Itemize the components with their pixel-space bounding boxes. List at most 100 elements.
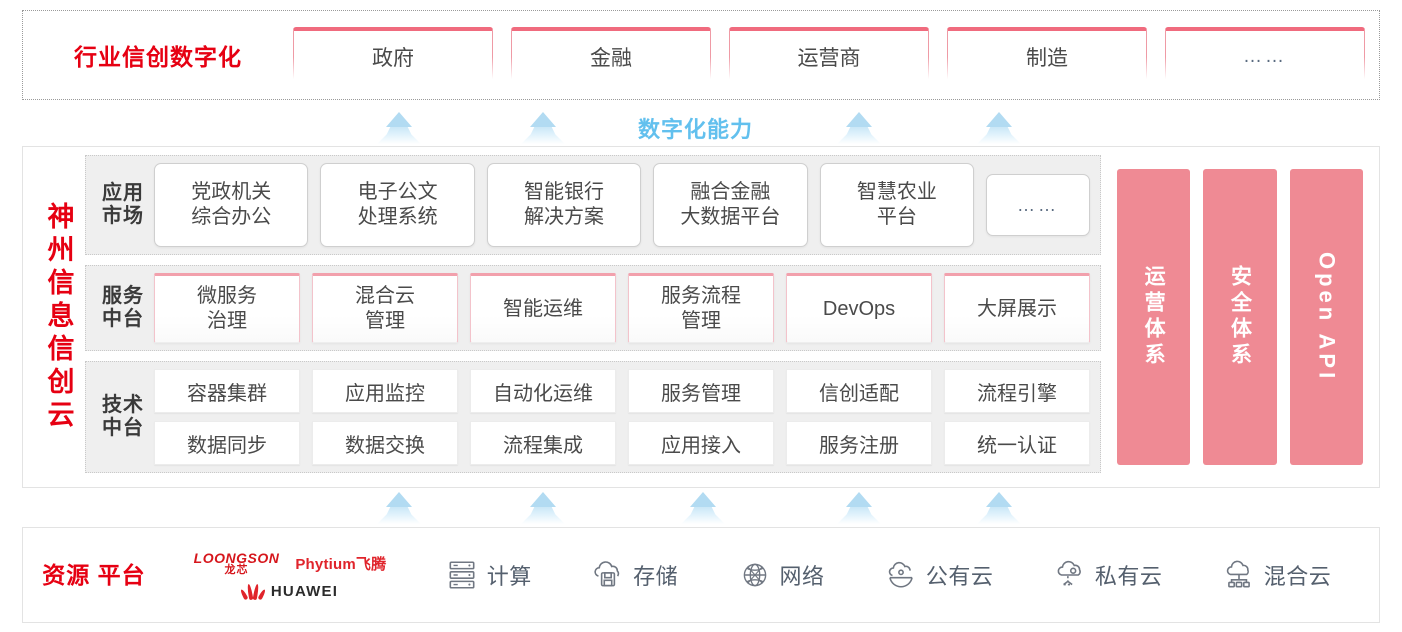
- server-rack-icon: [445, 558, 479, 592]
- service-card-microservice-governance[interactable]: 微服务 治理: [154, 273, 300, 343]
- industry-band: 行业信创数字化 政府 金融 运营商 制造 ……: [22, 10, 1380, 100]
- up-arrow-icon: [377, 492, 421, 524]
- up-arrow-icon: [977, 112, 1021, 144]
- app-card-edoc-system[interactable]: 电子公文 处理系统: [320, 163, 475, 247]
- application-card-list: 党政机关 综合办公 电子公文 处理系统 智能银行 解决方案 融合金融 大数据平台…: [154, 163, 1091, 247]
- industry-card-list: 政府 金融 运营商 制造 ……: [293, 27, 1379, 83]
- service-card-devops[interactable]: DevOps: [786, 273, 932, 343]
- up-arrow-icon: [521, 492, 565, 524]
- service-card-dashboard-display[interactable]: 大屏展示: [944, 273, 1090, 343]
- app-card-smart-agriculture[interactable]: 智慧农业 平台: [819, 163, 975, 247]
- layer-label-service-platform: 服务 中台: [102, 285, 144, 330]
- resource-arrow-row: [0, 490, 1402, 524]
- industry-card-label: 运营商: [797, 47, 861, 70]
- resource-item-compute[interactable]: 计算: [445, 558, 532, 592]
- pillar-label: 安全体系: [1228, 265, 1252, 369]
- industry-card-label: 金融: [590, 47, 632, 70]
- tech-card-automated-ops[interactable]: 自动化运维: [470, 369, 616, 413]
- industry-card-label: ……: [1243, 46, 1287, 67]
- technical-card-row-2: 数据同步 数据交换 流程集成 应用接入 服务注册 统一认证: [154, 421, 1090, 465]
- tech-card-application-access[interactable]: 应用接入: [628, 421, 774, 465]
- resource-item-label: 私有云: [1094, 564, 1163, 589]
- service-card-hybrid-cloud-management[interactable]: 混合云 管理: [312, 273, 458, 343]
- resource-item-private-cloud[interactable]: 私有云: [1053, 558, 1163, 592]
- resource-platform-panel: 资源 平台 LOONGSON 龙芯 Phytium飞腾 HUAWEI: [22, 527, 1380, 623]
- app-card-smart-bank[interactable]: 智能银行 解决方案: [486, 163, 642, 247]
- industry-card-telecom[interactable]: 运营商: [729, 27, 929, 83]
- service-card-intelligent-ops[interactable]: 智能运维: [470, 273, 616, 343]
- layer-label-application-market: 应用 市场: [102, 182, 144, 227]
- huawei-flower-icon: [239, 583, 267, 600]
- technical-card-row-1: 容器集群 应用监控 自动化运维 服务管理 信创适配 流程引擎: [154, 369, 1090, 413]
- app-card-finance-bigdata[interactable]: 融合金融 大数据平台: [653, 163, 808, 247]
- tech-card-application-monitoring[interactable]: 应用监控: [312, 369, 458, 413]
- industry-card-label: 政府: [372, 47, 414, 70]
- tech-card-data-sync[interactable]: 数据同步: [154, 421, 300, 465]
- pillar-stack: 运营体系 安全体系 Open API: [1109, 155, 1371, 479]
- huawei-logo: HUAWEI: [239, 582, 339, 600]
- resource-item-storage[interactable]: 存储: [591, 558, 678, 592]
- private-cloud-icon: [1053, 558, 1087, 592]
- up-arrow-icon: [837, 112, 881, 144]
- service-card-service-process-management[interactable]: 服务流程 管理: [628, 273, 774, 343]
- tech-card-service-registry[interactable]: 服务注册: [786, 421, 932, 465]
- hybrid-cloud-icon: [1222, 558, 1256, 592]
- cloud-platform-panel: 神州信息信创云 应用 市场 党政机关 综合办公 电子公文 处理系统 智能银行 解…: [22, 146, 1380, 488]
- loongson-logo-en: LOONGSON: [193, 549, 280, 566]
- layer-application-market: 应用 市场 党政机关 综合办公 电子公文 处理系统 智能银行 解决方案 融合金融…: [85, 155, 1101, 255]
- loongson-logo: LOONGSON 龙芯: [194, 551, 280, 576]
- pillar-label: Open API: [1314, 251, 1340, 383]
- cloud-storage-icon: [591, 558, 625, 592]
- tech-card-process-engine[interactable]: 流程引擎: [944, 369, 1090, 413]
- capability-label: 数字化能力: [638, 117, 754, 142]
- layer-stack: 应用 市场 党政机关 综合办公 电子公文 处理系统 智能银行 解决方案 融合金融…: [85, 155, 1101, 479]
- resource-item-label: 公有云: [925, 564, 994, 589]
- layer-service-platform: 服务 中台 微服务 治理 混合云 管理 智能运维 服务流程 管理 DevOps …: [85, 265, 1101, 351]
- tech-card-service-management[interactable]: 服务管理: [628, 369, 774, 413]
- brand-row-top: LOONGSON 龙芯 Phytium飞腾: [194, 551, 387, 576]
- huawei-logo-text: HUAWEI: [270, 582, 339, 600]
- up-arrow-icon: [977, 492, 1021, 524]
- resource-item-public-cloud[interactable]: 公有云: [884, 558, 994, 592]
- up-arrow-icon: [681, 492, 725, 524]
- loongson-logo-cn: 龙芯: [224, 563, 249, 576]
- industry-card-government[interactable]: 政府: [293, 27, 493, 83]
- tech-card-xinchuang-adaptation[interactable]: 信创适配: [786, 369, 932, 413]
- layer-technical-platform: 技术 中台 容器集群 应用监控 自动化运维 服务管理 信创适配 流程引擎 数据同…: [85, 361, 1101, 473]
- tech-card-unified-auth[interactable]: 统一认证: [944, 421, 1090, 465]
- tech-card-process-integration[interactable]: 流程集成: [470, 421, 616, 465]
- phytium-logo: Phytium飞腾: [295, 555, 387, 573]
- pillar-security-system[interactable]: 安全体系: [1203, 169, 1277, 465]
- service-card-list: 微服务 治理 混合云 管理 智能运维 服务流程 管理 DevOps 大屏展示: [154, 273, 1090, 343]
- up-arrow-icon: [837, 492, 881, 524]
- resource-item-label: 网络: [779, 564, 825, 589]
- app-card-party-office[interactable]: 党政机关 综合办公: [154, 163, 309, 247]
- technical-card-grid: 容器集群 应用监控 自动化运维 服务管理 信创适配 流程引擎 数据同步 数据交换…: [154, 369, 1090, 465]
- app-card-more[interactable]: ……: [986, 174, 1091, 236]
- resource-item-label: 存储: [633, 564, 679, 589]
- industry-card-more[interactable]: ……: [1165, 27, 1365, 83]
- resource-item-list: 计算 存储: [415, 558, 1379, 592]
- industry-card-finance[interactable]: 金融: [511, 27, 711, 83]
- resource-platform-title: 资源 平台: [42, 561, 146, 588]
- network-globe-icon: [738, 558, 772, 592]
- resource-item-network[interactable]: 网络: [738, 558, 825, 592]
- up-arrow-icon: [521, 112, 565, 144]
- industry-card-manufacturing[interactable]: 制造: [947, 27, 1147, 83]
- pillar-open-api[interactable]: Open API: [1289, 169, 1363, 465]
- public-cloud-icon: [884, 558, 918, 592]
- resource-item-label: 混合云: [1263, 564, 1332, 589]
- tech-card-data-exchange[interactable]: 数据交换: [312, 421, 458, 465]
- pillar-label: 运营体系: [1142, 265, 1166, 369]
- resource-item-hybrid-cloud[interactable]: 混合云: [1222, 558, 1332, 592]
- up-arrow-icon: [377, 112, 421, 144]
- tech-card-container-cluster[interactable]: 容器集群: [154, 369, 300, 413]
- cloud-platform-title-text: 神州信息信创云: [43, 201, 74, 433]
- cloud-platform-title: 神州信息信创云: [23, 147, 85, 487]
- pillar-operations-system[interactable]: 运营体系: [1117, 169, 1191, 465]
- capability-arrow-row: 数字化能力: [0, 110, 1402, 144]
- brand-logo-group: LOONGSON 龙芯 Phytium飞腾 HUAWEI: [165, 551, 415, 600]
- industry-band-title: 行业信创数字化: [74, 44, 242, 70]
- resource-item-label: 计算: [486, 564, 532, 589]
